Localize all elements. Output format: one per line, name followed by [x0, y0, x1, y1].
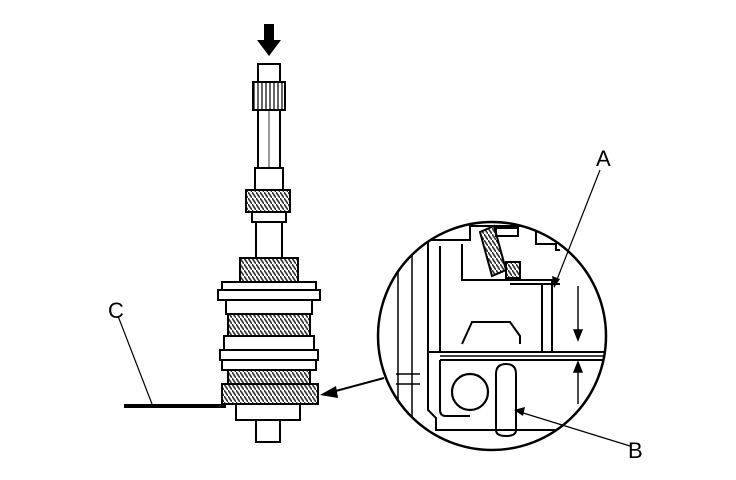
shaft-assembly: [217, 24, 321, 443]
shaft-tip: [257, 63, 281, 83]
gear-1: [239, 257, 299, 283]
gear-4: [221, 383, 319, 405]
leader-b: [514, 407, 631, 447]
thrust-washer: [235, 403, 301, 421]
detail-circle-outline: [376, 220, 608, 452]
feeler-gauge: [117, 315, 226, 408]
callout-c: C: [108, 298, 124, 323]
callout-b: B: [628, 438, 643, 463]
gear-3: [227, 369, 311, 385]
upper-spline: [252, 81, 286, 111]
detail-view: [376, 220, 608, 452]
synchro-ring: [217, 289, 321, 301]
gear-2: [227, 313, 311, 337]
leader-a: [552, 169, 601, 288]
callout-a: A: [596, 146, 611, 171]
down-arrow-icon: [257, 24, 281, 56]
leader-c: [117, 315, 153, 405]
synchro-key: [478, 224, 508, 278]
arrow-icon: [320, 377, 385, 398]
shaft-bottom: [255, 419, 281, 443]
upper-gear: [245, 189, 291, 213]
bearing-ball: [450, 372, 490, 412]
